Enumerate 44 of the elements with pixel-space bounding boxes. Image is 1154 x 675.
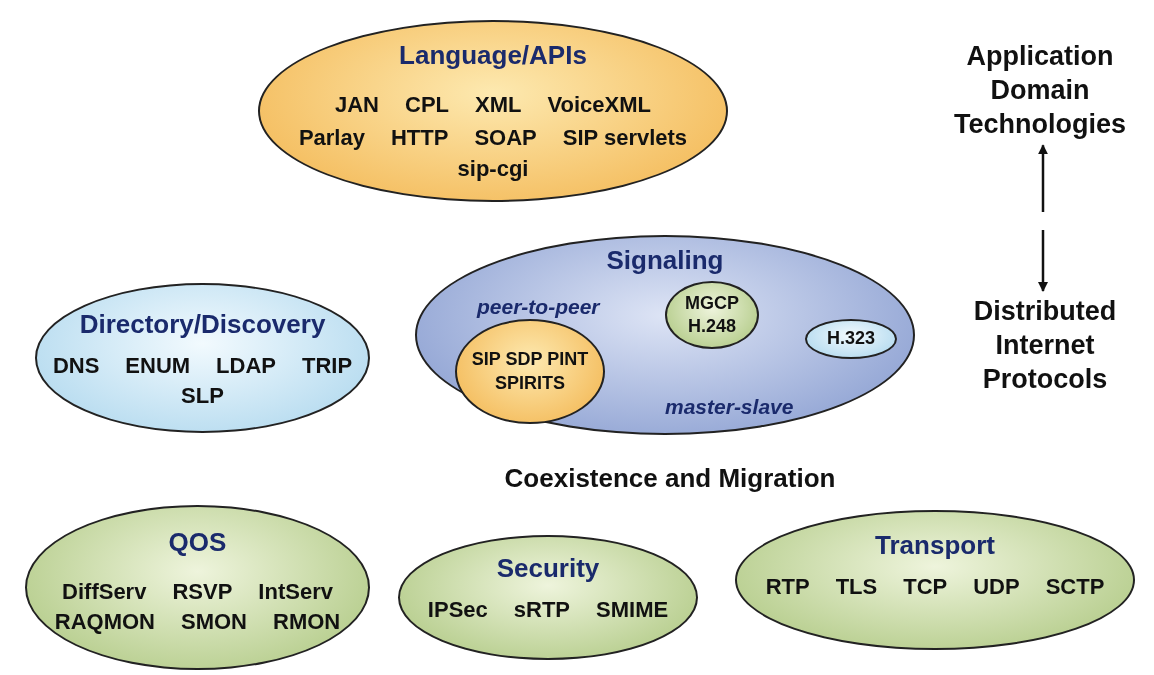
protocol-label: SMON xyxy=(181,609,247,635)
group-title: Language/APIs xyxy=(399,40,587,71)
heading-text: Application Domain Technologies xyxy=(920,40,1154,142)
protocol-label: ENUM xyxy=(125,353,191,379)
protocol-label: TLS xyxy=(835,574,878,600)
protocol-label: IntServ xyxy=(258,579,333,605)
protocol-label: DiffServ xyxy=(62,579,147,605)
protocol-label: MGCP H.248 xyxy=(684,291,740,338)
protocol-label: SIP SDP PINT SPIRITS xyxy=(470,348,590,395)
protocol-label: H.323 xyxy=(826,327,875,351)
protocol-label: Parlay xyxy=(298,125,365,151)
protocol-label: HTTP xyxy=(390,125,449,151)
protocol-label: RSVP xyxy=(172,579,233,605)
protocol-label: TRIP xyxy=(302,353,353,379)
protocol-label: sRTP xyxy=(513,597,571,623)
protocol-label: RTP xyxy=(765,574,810,600)
protocol-label: DNS xyxy=(52,353,100,379)
protocol-label: LDAP xyxy=(216,353,276,379)
arrow xyxy=(1038,230,1048,292)
protocol-label: IPSec xyxy=(427,597,488,623)
protocol-label: sip-cgi xyxy=(457,156,529,182)
protocol-label: SMIME xyxy=(596,597,669,623)
arrow xyxy=(1038,144,1048,212)
protocol-label: XML xyxy=(475,92,522,118)
heading-text: Distributed Internet Protocols xyxy=(945,295,1145,397)
category-label: peer-to-peer xyxy=(477,295,600,319)
protocol-label: SCTP xyxy=(1045,574,1105,600)
protocol-label: VoiceXML xyxy=(547,92,651,118)
protocol-label: RAQMON xyxy=(54,609,155,635)
protocol-label: JAN xyxy=(335,92,379,118)
protocol-label: TCP xyxy=(903,574,948,600)
protocol-label: SIP servlets xyxy=(562,125,688,151)
protocol-label: SLP xyxy=(181,383,224,409)
protocol-label: RMON xyxy=(273,609,341,635)
group-title: Transport xyxy=(875,530,995,561)
group-title: Directory/Discovery xyxy=(79,309,326,340)
group-title: Security xyxy=(496,553,600,584)
protocol-label: UDP xyxy=(973,574,1020,600)
protocol-label: CPL xyxy=(405,92,449,118)
category-label: master-slave xyxy=(665,395,794,419)
group-title: QOS xyxy=(168,527,227,558)
caption-text: Coexistence and Migration xyxy=(503,462,837,495)
group-title: Signaling xyxy=(606,245,724,276)
protocol-label: SOAP xyxy=(474,125,537,151)
